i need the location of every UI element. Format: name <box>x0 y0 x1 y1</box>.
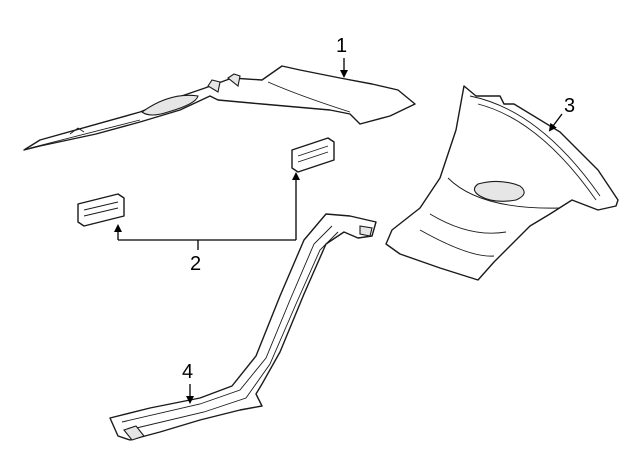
callout-3-label: 3 <box>564 95 575 117</box>
callout-4-label: 4 <box>182 361 193 383</box>
part-2-trim-piece-left <box>77 193 125 227</box>
part-1-roof-trim <box>23 65 416 151</box>
callout-3-leader <box>548 113 563 132</box>
part-2-trim-piece-right <box>291 137 335 173</box>
callout-2-label: 2 <box>190 253 201 275</box>
part-3-quarter-panel <box>385 85 619 281</box>
part-4-pillar-sill-trim <box>109 213 377 441</box>
callout-1-label: 1 <box>336 35 347 57</box>
